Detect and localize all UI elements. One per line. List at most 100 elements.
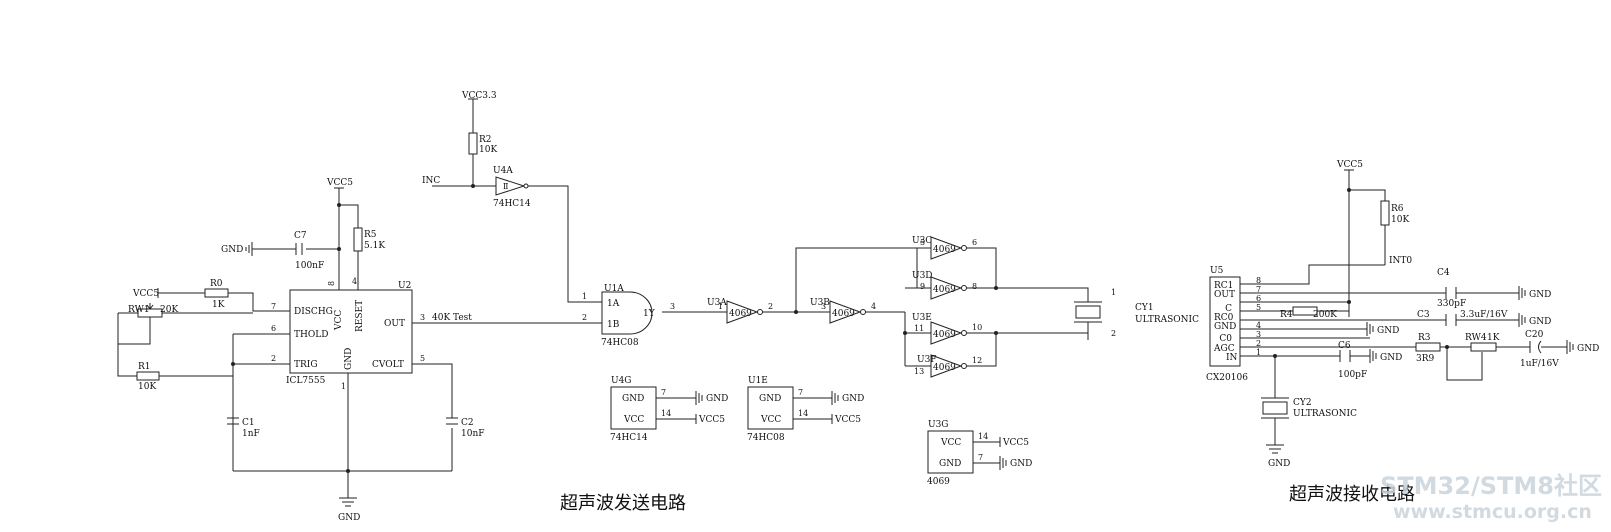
- cy1-ultrasonic-transducer: 1 2 CY1 ULTRASONIC: [1074, 288, 1199, 340]
- svg-text:R3: R3: [1418, 333, 1431, 343]
- svg-text:GND: GND: [1529, 317, 1551, 327]
- svg-text:74HC08: 74HC08: [601, 338, 639, 348]
- svg-text:7: 7: [798, 388, 803, 397]
- u4g-power-block: U4G GND VCC 7 14 GND VCC5 74HC14: [610, 376, 728, 443]
- u2-pin-cvolt: CVOLT: [372, 360, 404, 370]
- svg-text:C1: C1: [242, 418, 255, 428]
- svg-text:13: 13: [914, 367, 924, 376]
- svg-text:ULTRASONIC: ULTRASONIC: [1135, 315, 1199, 325]
- svg-text:R5: R5: [364, 230, 377, 240]
- svg-text:GND: GND: [1380, 353, 1402, 363]
- receiver-passives: VCC5 R6 10K INT0 C4 330pF GND R4 200K C3…: [1261, 160, 1599, 469]
- svg-text:CY2: CY2: [1293, 398, 1312, 408]
- svg-text:3: 3: [670, 302, 675, 311]
- svg-text:10: 10: [972, 323, 982, 332]
- svg-text:20K: 20K: [160, 305, 178, 315]
- u2-pn-2: 2: [271, 354, 276, 363]
- r1-resistor: [136, 371, 160, 381]
- svg-text:OUT: OUT: [1214, 290, 1235, 300]
- u3g-power-block: U3G VCC GND 14 7 VCC5 GND 4069: [927, 420, 1032, 487]
- svg-text:C3: C3: [1417, 310, 1430, 320]
- svg-text:VCC5: VCC5: [326, 178, 353, 188]
- svg-text:5: 5: [1256, 303, 1261, 312]
- svg-text:4069: 4069: [933, 330, 956, 340]
- svg-text:U5: U5: [1210, 266, 1224, 276]
- u2-pin-out: OUT: [384, 319, 405, 329]
- u3b-inverter: U3B 4069 3 4: [810, 298, 876, 324]
- svg-text:CX20106: CX20106: [1206, 373, 1248, 383]
- svg-text:C4: C4: [1437, 268, 1450, 278]
- r6-resistor: [1380, 200, 1390, 226]
- svg-text:GND: GND: [622, 394, 644, 404]
- svg-text:VCC3.3: VCC3.3: [461, 91, 497, 101]
- svg-text:4: 4: [1256, 321, 1261, 330]
- svg-text:14: 14: [978, 432, 988, 441]
- svg-text:2: 2: [582, 313, 587, 322]
- svg-text:U4A: U4A: [493, 166, 513, 176]
- svg-text:C7: C7: [294, 231, 307, 241]
- svg-text:74HC14: 74HC14: [610, 433, 648, 443]
- u2-pin-vcc: VCC: [334, 310, 344, 331]
- cy2-ultrasonic-transducer: [1262, 401, 1288, 415]
- svg-text:VCC: VCC: [940, 438, 961, 448]
- u2-pn-5: 5: [420, 354, 425, 363]
- u4a-schmitt-inverter: [495, 176, 526, 196]
- transmitter-passives: VCC5 R0 1K RW1 20K R1 10K C1 1nF C2 10nF…: [128, 178, 485, 523]
- u2-pn-7: 7: [271, 302, 276, 311]
- u2-pn-8: 8: [327, 281, 336, 286]
- r2-resistor: [468, 132, 478, 155]
- u3e-inverter: U3E 4069 11 10: [912, 313, 982, 345]
- u2-pin-dischg: DISCHG: [294, 307, 333, 317]
- svg-text:100pF: 100pF: [1338, 370, 1367, 380]
- inverters: U3A 4069 1 2 U3B 4069 3 4 U3C 4069 5 6 U…: [707, 236, 982, 378]
- svg-text:1K: 1K: [212, 300, 225, 310]
- svg-text:GND: GND: [1377, 326, 1399, 336]
- svg-text:8: 8: [1256, 276, 1261, 285]
- svg-text:4069: 4069: [927, 477, 950, 487]
- u3f-inverter: U3F 4069 13 12: [914, 354, 982, 378]
- junctions: [231, 184, 1449, 473]
- svg-text:2: 2: [768, 302, 773, 311]
- svg-text:U3F: U3F: [917, 355, 937, 365]
- svg-text:1uF/16V: 1uF/16V: [1520, 359, 1559, 369]
- svg-text:1: 1: [1256, 348, 1261, 357]
- svg-text:GND: GND: [1214, 322, 1236, 332]
- u2-pn-3: 3: [420, 313, 425, 322]
- svg-text:GND: GND: [1268, 459, 1290, 469]
- u3a-inverter: U3A 4069 1 2: [707, 298, 773, 324]
- u1e-power-block: U1E GND VCC 7 14 GND VCC5 74HC08: [747, 376, 864, 443]
- svg-text:1B: 1B: [607, 320, 620, 330]
- u2-pin-reset: RESET: [355, 300, 365, 332]
- svg-text:3: 3: [1256, 330, 1261, 339]
- input-stage: VCC3.3 R2 10K INC Ⅱ U4A 74HC14: [422, 91, 531, 209]
- svg-text:1: 1: [718, 302, 723, 311]
- svg-text:10K: 10K: [479, 145, 497, 155]
- svg-text:RC1: RC1: [1214, 281, 1233, 291]
- receiver-title: 超声波接收电路: [1289, 484, 1415, 505]
- svg-text:4069: 4069: [933, 363, 956, 373]
- svg-text:RW4: RW4: [1465, 333, 1487, 343]
- svg-text:ULTRASONIC: ULTRASONIC: [1293, 409, 1357, 419]
- svg-text:R2: R2: [479, 135, 492, 145]
- svg-text:VCC5: VCC5: [834, 415, 861, 425]
- svg-text:200K: 200K: [1313, 310, 1337, 320]
- svg-text:4069: 4069: [832, 309, 855, 319]
- svg-text:GND: GND: [338, 513, 360, 523]
- svg-text:7: 7: [978, 453, 983, 462]
- svg-text:C6: C6: [1338, 341, 1351, 351]
- svg-text:U3G: U3G: [928, 420, 949, 430]
- r5-resistor: [353, 227, 363, 252]
- u2-icl7555: U2 ICL7555 DISCHG THOLD TRIG OUT CVOLT V…: [271, 277, 472, 391]
- svg-text:R0: R0: [210, 279, 223, 289]
- svg-text:11: 11: [914, 324, 924, 333]
- svg-text:IN: IN: [1226, 353, 1238, 363]
- svg-text:12: 12: [972, 356, 982, 365]
- svg-text:R1: R1: [138, 362, 151, 372]
- u2-pn-6: 6: [271, 324, 276, 333]
- net-vcc5-left: VCC5: [132, 289, 159, 299]
- svg-text:VCC5: VCC5: [1336, 160, 1363, 170]
- svg-text:GND: GND: [1577, 344, 1599, 354]
- svg-text:VCC5: VCC5: [1002, 438, 1029, 448]
- svg-text:10K: 10K: [138, 382, 156, 392]
- svg-text:2: 2: [1256, 339, 1261, 348]
